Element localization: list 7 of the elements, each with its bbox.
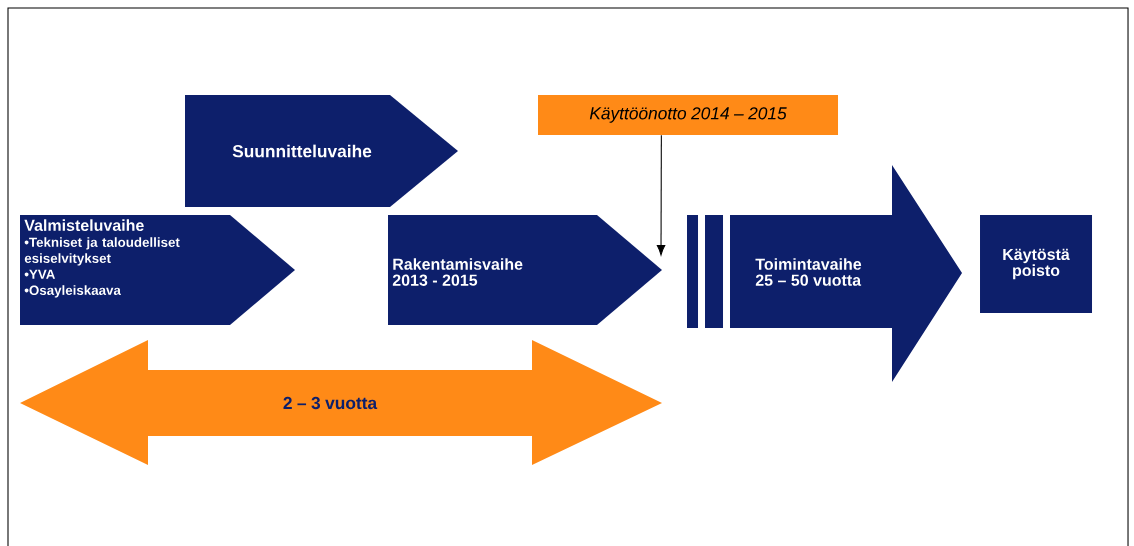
phase-box: Toimintavaihe 25 – 50 vuotta bbox=[730, 165, 962, 382]
phase-box: Valmisteluvaihe •Tekniset ja taloudelliset esiselvitykset •YVA •Osayleiskaava bbox=[20, 215, 295, 325]
label-box: Käyttöönotto 2014 – 2015 bbox=[538, 95, 838, 135]
arrow bbox=[656, 134, 666, 256]
phase-box: Rakentamisvaihe 2013 - 2015 bbox=[388, 215, 662, 325]
phase-box: Suunnitteluvaihe bbox=[185, 95, 458, 207]
process-box: Käytöstä poisto bbox=[980, 215, 1092, 313]
